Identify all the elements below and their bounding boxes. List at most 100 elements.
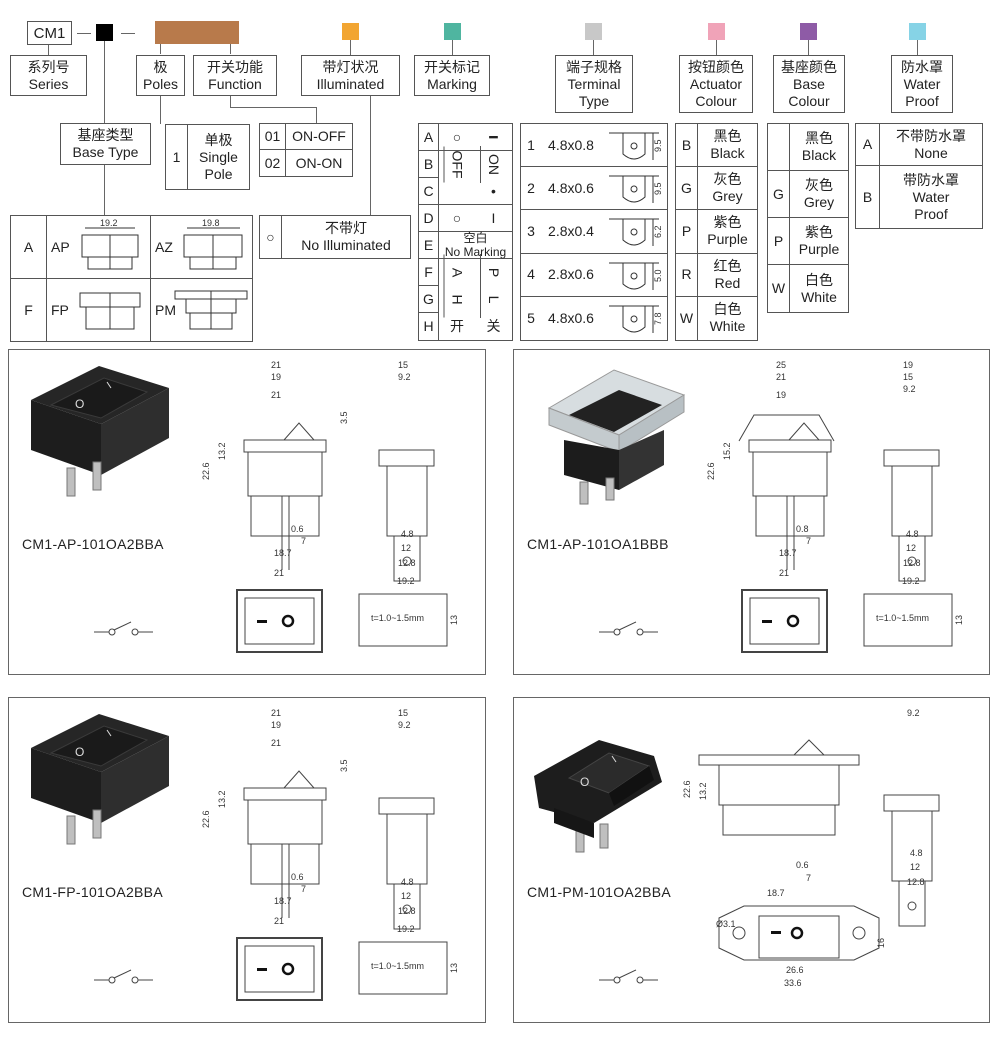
terminal-drawing: 6.2 <box>601 210 667 254</box>
dimension-label: 21 <box>274 568 284 578</box>
marking-left-symbol: ○ <box>439 205 475 232</box>
colour-en: Red <box>714 274 741 291</box>
terminal-dim: 5.0 <box>653 269 663 282</box>
poles-swatch <box>96 24 113 41</box>
terminal-drawing: 7.8 <box>601 297 667 340</box>
dimension-label: 15 <box>398 360 408 370</box>
illuminated-swatch <box>342 23 359 40</box>
dimension-label: 15 <box>398 708 408 718</box>
dimension-label: 12 <box>401 891 411 901</box>
dimension-label: 25 <box>776 360 786 370</box>
dimension-label: 21 <box>271 390 281 400</box>
colour-zh: 紫色 <box>713 214 742 231</box>
actuator-swatch <box>708 23 725 40</box>
base-type-az: AZ <box>151 216 252 279</box>
connector <box>316 107 317 123</box>
connector <box>230 44 231 54</box>
dimension-label: 12.8 <box>398 906 416 916</box>
dimension-label: 0.6 <box>291 872 304 882</box>
code-dash <box>121 33 135 34</box>
marking-code: E <box>419 232 439 259</box>
colour-en: Grey <box>803 194 835 210</box>
dimension-label: 0.8 <box>796 524 809 534</box>
dimension-label: 3.5 <box>339 759 349 772</box>
dimension-label: 13 <box>449 615 459 625</box>
dimension-label: 13 <box>954 615 964 625</box>
dimension-label: 15.2 <box>722 442 732 460</box>
marking-code: C <box>419 178 439 205</box>
connector <box>917 40 918 55</box>
base-type-ap: AP <box>47 216 151 279</box>
marking-right-symbol: I <box>475 205 512 232</box>
dimension-label: 9.2 <box>903 384 916 394</box>
terminal-code: 1 <box>521 124 541 168</box>
colour-zh: 黑色 <box>805 130 833 146</box>
dimension-label: 7 <box>806 536 811 546</box>
terminal-pin-icon: 5.0 <box>609 262 663 290</box>
base-type-drawings: 19.2 19.8 <box>79 218 248 330</box>
connector <box>230 107 316 108</box>
colour-zh: 紫色 <box>805 224 833 240</box>
svg-text:O: O <box>580 775 589 789</box>
dimension-label: 9.2 <box>398 720 411 730</box>
function-code: 01 <box>260 124 286 150</box>
dimension-label: 18.7 <box>767 888 785 898</box>
dimension-label: 22.6 <box>682 780 692 798</box>
water-code: A <box>856 124 880 166</box>
dimension-label: 7 <box>301 884 306 894</box>
marking-code: G <box>419 286 439 313</box>
marking-right-symbol: ━ <box>475 124 512 151</box>
dimension-label: 19.2 <box>902 576 920 586</box>
function-code: 02 <box>260 150 286 176</box>
function-label: ON-ON <box>295 154 343 171</box>
marking-left-symbol <box>439 178 475 205</box>
dimension-label: 22.6 <box>201 810 211 828</box>
code-dash <box>77 33 91 34</box>
function-swatch <box>155 21 239 44</box>
colour-zh: 白色 <box>805 271 833 288</box>
dimension-label: 0.6 <box>796 860 809 870</box>
marking-blank-zh: 空白 <box>463 231 488 245</box>
colour-code: G <box>676 167 698 211</box>
function-option-table: 01 ON-OFF 02 ON-ON <box>259 123 353 177</box>
az-dim: 19.8 <box>202 218 220 228</box>
base-swatch <box>800 23 817 40</box>
terminal-dim: 9.5 <box>653 183 663 196</box>
dimension-label: 4.8 <box>401 877 414 887</box>
base-type-fp: FP <box>47 279 151 341</box>
panel-drawing: O211921159.23.522.613.20.6718.7214.81212… <box>31 708 459 1001</box>
dimension-label: 33.6 <box>784 978 802 988</box>
dimension-label: 18.7 <box>779 548 797 558</box>
colour-zh: 灰色 <box>805 177 833 193</box>
connector <box>716 40 717 55</box>
dimension-label: 19 <box>776 390 786 400</box>
dimension-label: 19.2 <box>397 924 415 934</box>
marking-code: F <box>419 259 439 286</box>
dimension-label: 22.6 <box>706 462 716 480</box>
colour-en: Purple <box>798 241 840 257</box>
water-code: B <box>856 166 880 228</box>
connector <box>350 40 351 55</box>
svg-text:O: O <box>75 745 84 759</box>
connector <box>160 44 161 54</box>
colour-code: R <box>676 253 698 297</box>
marking-code: D <box>419 205 439 232</box>
dimension-label: 21 <box>271 708 281 718</box>
terminal-size: 2.8x0.4 <box>541 210 601 254</box>
